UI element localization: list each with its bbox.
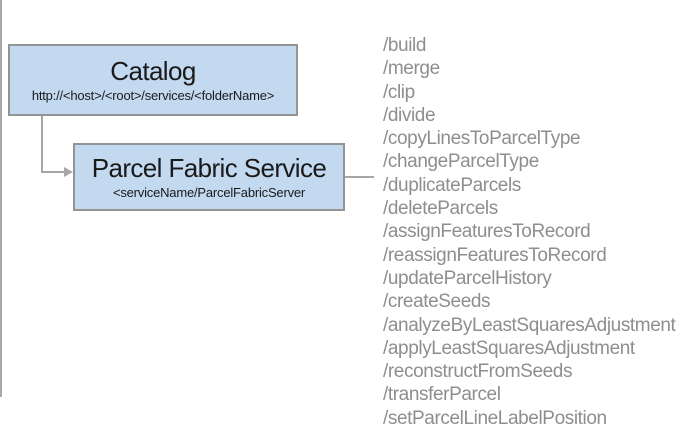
endpoints-list: /build /merge /clip /divide /copyLinesTo…	[383, 34, 683, 430]
endpoint-item: /clip	[383, 81, 415, 103]
endpoint-item: /reconstructFromSeeds	[383, 361, 573, 383]
endpoint-item: /analyzeByLeastSquaresAdjustment	[383, 314, 676, 336]
service-to-endpoints-connector	[345, 176, 374, 178]
arrow-right-icon	[64, 167, 73, 177]
endpoint-item: /updateParcelHistory	[383, 267, 552, 289]
endpoint-item: /build	[383, 35, 427, 56]
endpoint-item: /deleteParcels	[383, 198, 498, 220]
service-url-template: <serviceName/ParcelFabricServer	[112, 185, 306, 201]
endpoints-divider-line	[0, 0, 2, 397]
endpoint-item: /changeParcelType	[383, 151, 539, 173]
catalog-title: Catalog	[110, 55, 196, 86]
parcel-fabric-service-box: Parcel Fabric Service <serviceName/Parce…	[73, 143, 345, 211]
catalog-to-service-connector-vertical	[41, 116, 43, 173]
endpoint-item: /duplicateParcels	[383, 174, 521, 196]
endpoint-item: /transferParcel	[383, 384, 501, 406]
endpoint-item: /assignFeaturesToRecord	[383, 221, 591, 243]
catalog-box: Catalog http://<host>/<root>/services/<f…	[8, 44, 298, 116]
catalog-to-service-connector-horizontal	[41, 171, 66, 173]
endpoint-item: /copyLinesToParcelType	[383, 128, 581, 150]
catalog-url-template: http://<host>/<root>/services/<folderNam…	[31, 88, 275, 104]
endpoint-item: /reassignFeaturesToRecord	[383, 244, 607, 266]
endpoint-item: /applyLeastSquaresAdjustment	[383, 337, 635, 359]
service-title: Parcel Fabric Service	[91, 152, 327, 183]
endpoint-item: /setParcelLineLabelPosition	[383, 407, 607, 429]
endpoint-item: /createSeeds	[383, 291, 491, 313]
endpoint-item: /divide	[383, 104, 436, 126]
endpoint-item: /merge	[383, 58, 440, 80]
